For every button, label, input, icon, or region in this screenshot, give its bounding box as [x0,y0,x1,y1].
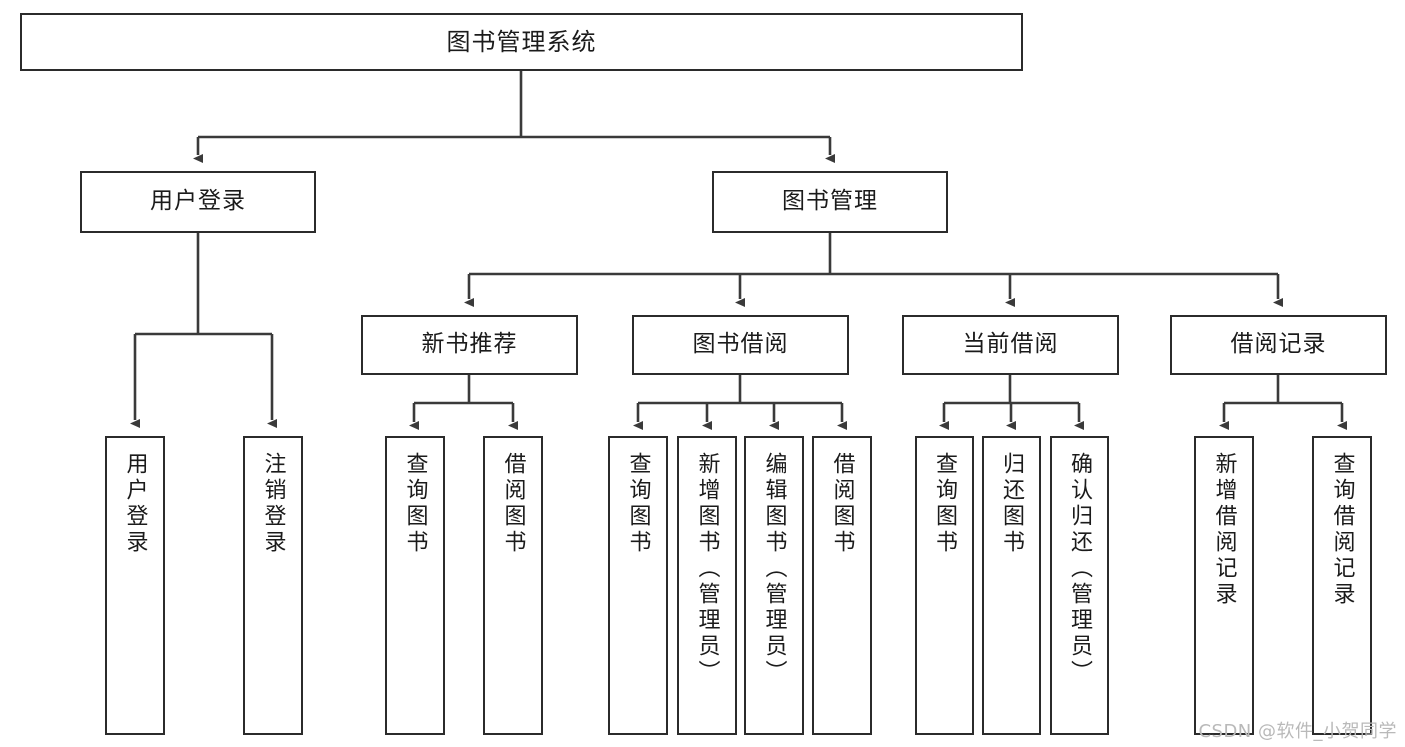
leaf-borrow-record-query-label: 查询借阅记录 [1329,452,1355,608]
leaf-new-book-borrow-label: 借阅图书 [500,452,526,556]
leaf-new-book-borrow[interactable]: 借阅图书 [483,436,543,735]
node-book-borrow[interactable]: 图书借阅 [632,315,849,375]
node-borrow-record[interactable]: 借阅记录 [1170,315,1387,375]
leaf-user-login-signout[interactable]: 注销登录 [243,436,303,735]
leaf-current-borrow-query-label: 查询图书 [932,452,958,556]
leaf-current-borrow-return-label: 归还图书 [999,452,1025,556]
leaf-borrow-record-query[interactable]: 查询借阅记录 [1312,436,1372,735]
leaf-book-borrow-query-label: 查询图书 [625,452,651,556]
leaf-new-book-query[interactable]: 查询图书 [385,436,445,735]
node-book-management-label: 图书管理 [782,188,878,215]
leaf-user-login-signin-label: 用户登录 [122,452,148,556]
leaf-new-book-query-label: 查询图书 [402,452,428,556]
leaf-book-borrow-query[interactable]: 查询图书 [608,436,668,735]
node-new-book-recommend[interactable]: 新书推荐 [361,315,578,375]
node-book-borrow-label: 图书借阅 [692,331,789,358]
node-current-borrow-label: 当前借阅 [962,331,1059,358]
node-book-management[interactable]: 图书管理 [712,171,948,233]
leaf-book-borrow-borrow[interactable]: 借阅图书 [812,436,872,735]
leaf-book-borrow-add[interactable]: 新增图书（管理员） [677,436,737,735]
node-user-login-label: 用户登录 [150,188,246,215]
leaf-current-borrow-query[interactable]: 查询图书 [915,436,974,735]
leaf-book-borrow-edit-label: 编辑图书（管理员） [761,452,787,686]
node-user-login[interactable]: 用户登录 [80,171,316,233]
leaf-current-borrow-confirm-label: 确认归还（管理员） [1067,452,1093,686]
leaf-current-borrow-return[interactable]: 归还图书 [982,436,1041,735]
node-current-borrow[interactable]: 当前借阅 [902,315,1119,375]
leaf-borrow-record-add-label: 新增借阅记录 [1211,452,1237,608]
leaf-current-borrow-confirm[interactable]: 确认归还（管理员） [1050,436,1109,735]
node-new-book-recommend-label: 新书推荐 [421,331,518,358]
node-root-system-label: 图书管理系统 [446,27,597,56]
leaf-user-login-signin[interactable]: 用户登录 [105,436,165,735]
leaf-book-borrow-borrow-label: 借阅图书 [829,452,855,556]
leaf-borrow-record-add[interactable]: 新增借阅记录 [1194,436,1254,735]
node-root-system[interactable]: 图书管理系统 [20,13,1023,71]
node-borrow-record-label: 借阅记录 [1230,331,1327,358]
leaf-book-borrow-edit[interactable]: 编辑图书（管理员） [744,436,804,735]
leaf-user-login-signout-label: 注销登录 [260,452,286,556]
leaf-book-borrow-add-label: 新增图书（管理员） [694,452,720,686]
